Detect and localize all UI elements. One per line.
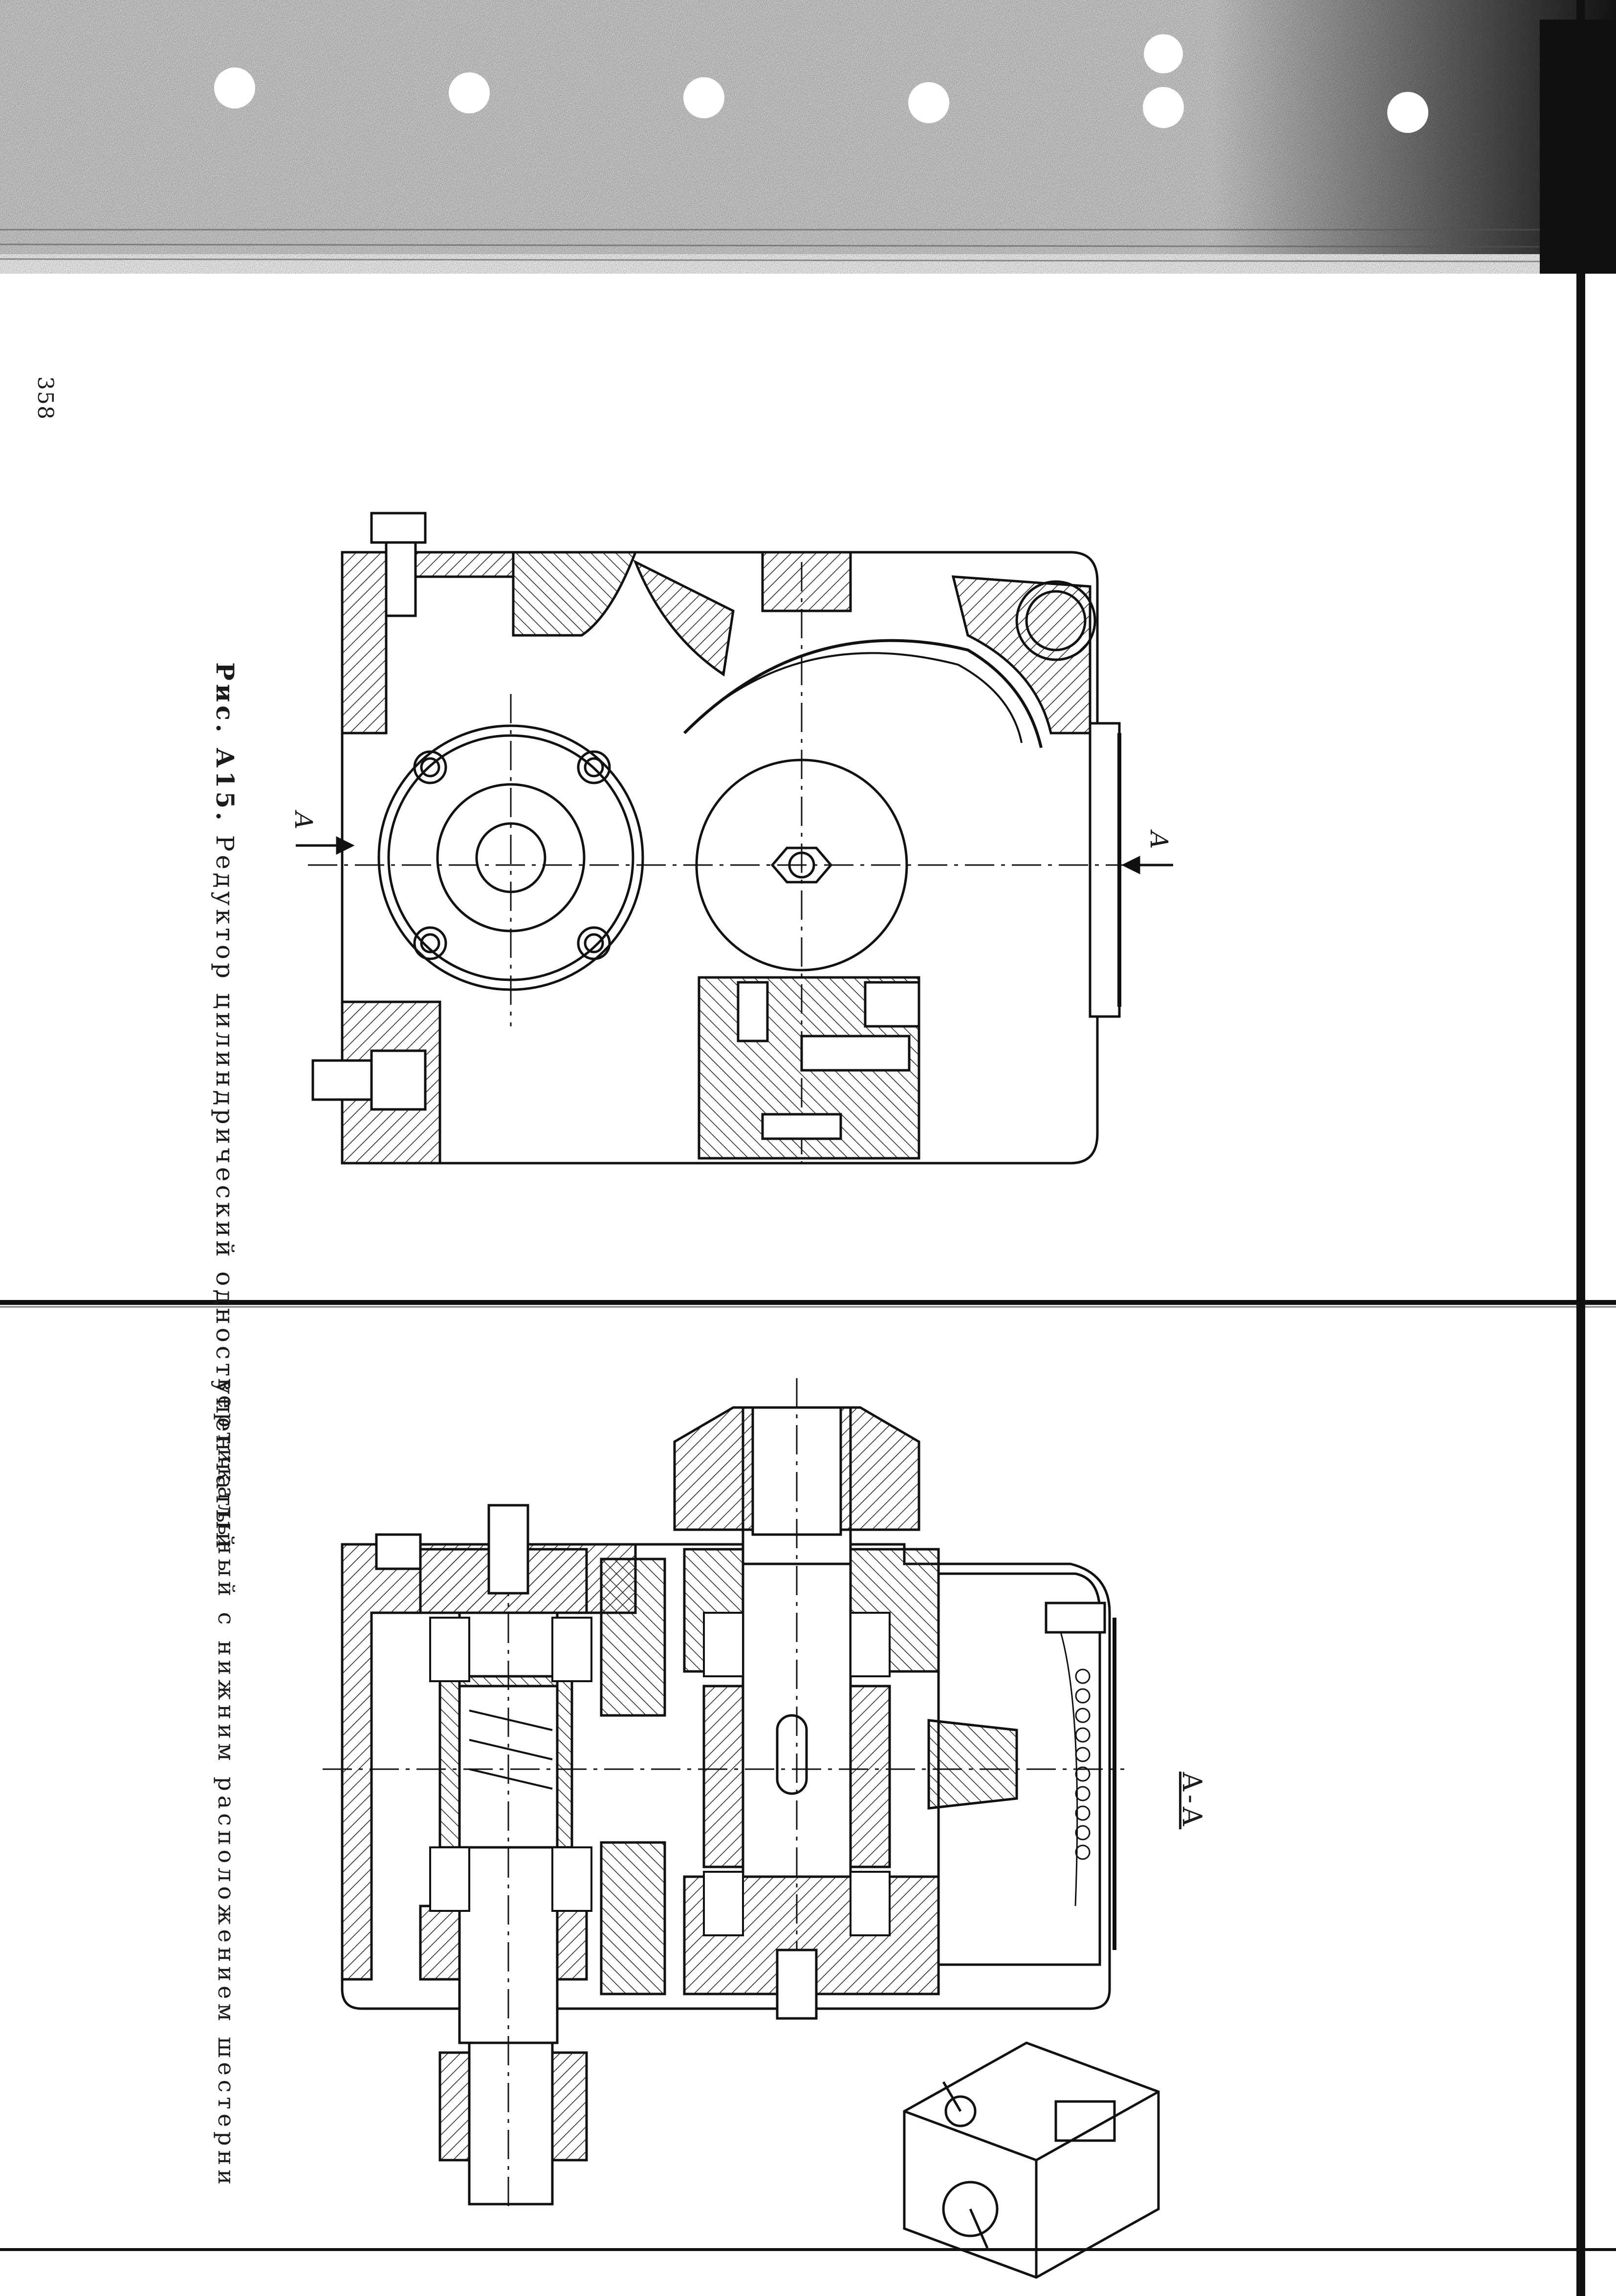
figure-caption-label: Рис. А15. xyxy=(211,662,240,824)
scan-noise-band xyxy=(0,0,1616,274)
page-fold-line xyxy=(0,1300,1616,1305)
section-mark-left: А xyxy=(289,811,318,830)
section-label: А-А xyxy=(1177,1772,1207,1830)
figure-caption-line-2: вертикальный с нижним расположением шест… xyxy=(213,1378,240,2189)
right-binding-edge xyxy=(1576,0,1585,2296)
section-mark-right: А xyxy=(1145,831,1173,849)
flange-bolt-circles xyxy=(413,750,611,960)
isometric-gearbox-sketch xyxy=(903,2041,1160,2279)
gearbox-section-view xyxy=(323,1378,1124,2209)
page-fold-shadow xyxy=(0,1306,1616,1308)
gearbox-side-view xyxy=(296,512,1173,1165)
page-number: 358 xyxy=(33,376,58,420)
bottom-border-line xyxy=(0,2248,1616,2251)
